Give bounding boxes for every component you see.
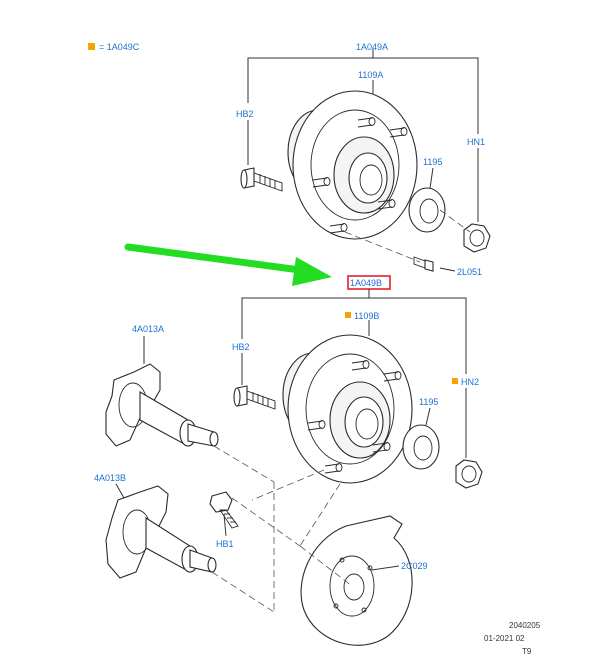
- label-1a049a: 1A049A: [356, 42, 388, 52]
- legend-marker: [88, 43, 95, 50]
- label-hb2-top: HB2: [236, 109, 254, 119]
- label-1109b: 1109B: [354, 311, 379, 321]
- label-4a013a: 4A013A: [132, 324, 164, 334]
- leader-lines: [115, 167, 434, 571]
- label-hb2-bottom: HB2: [232, 342, 250, 352]
- bottom-bracket: [241, 289, 467, 458]
- bolt-2l051: [413, 256, 456, 272]
- label-1a049b: 1A049B: [350, 278, 382, 288]
- label-hb1: HB1: [216, 539, 234, 549]
- label-2l051: 2L051: [457, 267, 482, 277]
- hub-1109a: [287, 90, 418, 240]
- label-1195-bottom: 1195: [419, 397, 438, 407]
- marker-1109b: [345, 312, 351, 318]
- footer-line-1: 2040205: [509, 621, 541, 630]
- seal-1195-top: [408, 187, 446, 233]
- nut-hn1: [463, 223, 491, 253]
- label-2c029: 2C029: [401, 561, 428, 571]
- label-1109a: 1109A: [358, 70, 383, 80]
- spindle-4a013b: [105, 485, 217, 579]
- top-bracket: [247, 49, 479, 222]
- dust-shield-2c029: [300, 515, 413, 646]
- bolt-hb2-bottom: [233, 385, 276, 410]
- spindle-4a013a: [105, 363, 219, 447]
- footer-line-2: 01-2021 02: [484, 634, 525, 643]
- bolt-hb1: [209, 491, 239, 529]
- footer-line-3: T9: [522, 647, 532, 656]
- label-hn1: HN1: [467, 137, 485, 147]
- label-1195-top: 1195: [423, 157, 442, 167]
- green-pointer-arrow: [124, 243, 332, 286]
- legend-text: = 1A049C: [99, 42, 140, 52]
- label-4a013b: 4A013B: [94, 473, 126, 483]
- bolt-hb2-top: [240, 167, 283, 192]
- marker-hn2: [452, 378, 458, 384]
- seal-1195-bottom: [402, 424, 440, 470]
- label-hn2: HN2: [461, 377, 479, 387]
- lower-dash-lines: [211, 445, 353, 613]
- top-dash-lines: [344, 209, 471, 263]
- nut-hn2: [455, 459, 483, 489]
- hub-1109b: [282, 334, 413, 484]
